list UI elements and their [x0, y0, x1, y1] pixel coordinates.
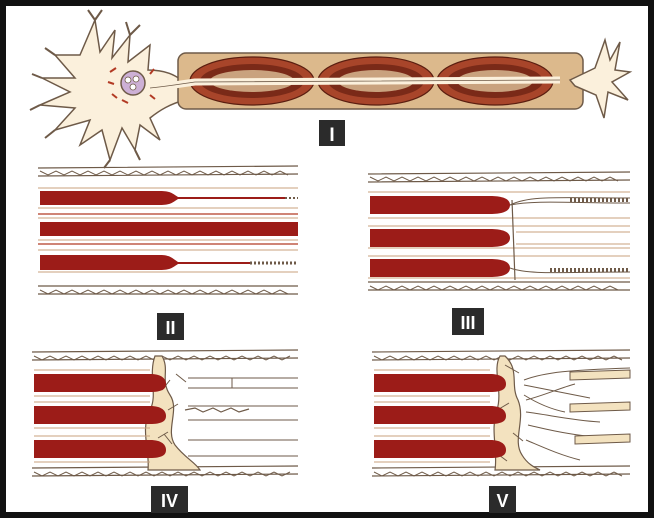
- label-panel-v: V: [489, 486, 516, 513]
- svg-text:IV: IV: [161, 491, 178, 511]
- label-panel-iv: IV: [151, 486, 188, 513]
- svg-text:II: II: [165, 318, 175, 338]
- svg-text:I: I: [329, 125, 334, 146]
- label-panel-iii: III: [452, 308, 484, 335]
- svg-text:V: V: [496, 491, 508, 511]
- nucleus: [121, 71, 145, 95]
- svg-text:III: III: [460, 313, 475, 333]
- label-panel-ii: II: [157, 313, 184, 340]
- label-panel-i: I: [319, 120, 345, 146]
